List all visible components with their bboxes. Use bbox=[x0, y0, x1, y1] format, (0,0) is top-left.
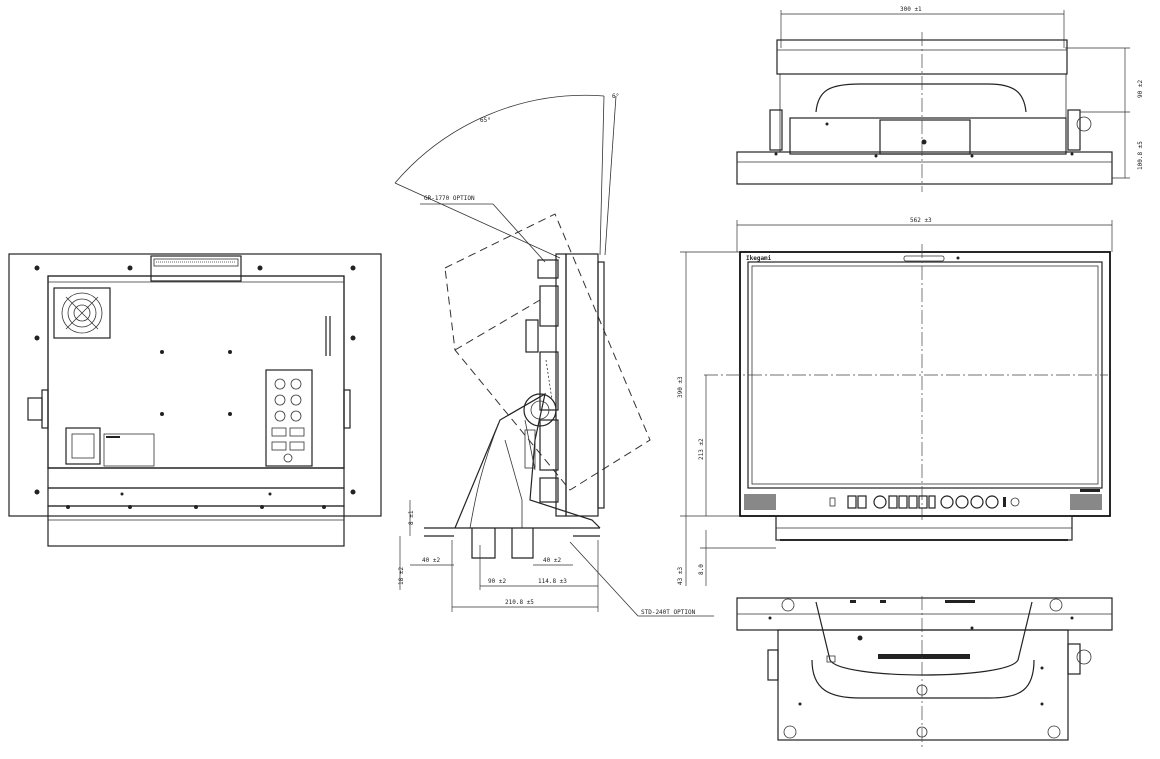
foot-left-dim: 40 ±2 bbox=[422, 557, 440, 564]
stand-option-label: STD-240T OPTION bbox=[641, 609, 696, 616]
offset-dim: 114.8 ±3 bbox=[538, 578, 567, 585]
front-base-dim: 8.0 bbox=[698, 564, 705, 575]
top-depth-2-dim: 100.8 ±5 bbox=[1137, 141, 1144, 170]
top-depth-1-dim: 90 ±2 bbox=[1137, 80, 1144, 98]
top-view: 300 ±1 90 ±2 100.8 ±5 bbox=[736, 6, 1144, 192]
total-depth-dim: 210.8 ±5 bbox=[505, 599, 534, 606]
foot-right-dim: 40 ±2 bbox=[543, 557, 561, 564]
bottom-view bbox=[736, 596, 1113, 750]
bracket-option-label: GR-1770 OPTION bbox=[424, 195, 475, 202]
front-view: 562 ±3 Ikegami bbox=[677, 217, 1113, 586]
tilt-front-label: 6° bbox=[612, 93, 619, 100]
rear-view bbox=[8, 253, 382, 547]
rear-screws bbox=[34, 265, 356, 509]
tilt-back-label: 65° bbox=[480, 117, 491, 124]
top-width-dim: 300 ±1 bbox=[900, 6, 922, 13]
front-controls bbox=[744, 494, 1102, 510]
front-stand-dim: 43 ±3 bbox=[677, 567, 684, 585]
brand-logo: Ikegami bbox=[746, 255, 772, 262]
foot-height-dim: 18 ±2 bbox=[398, 567, 405, 585]
foot-thick-dim: 8 ±1 bbox=[408, 510, 415, 525]
side-view: 65° 6° GR-1770 OPTION bbox=[394, 93, 714, 617]
connector-panel bbox=[271, 378, 305, 463]
front-height-dim: 390 ±3 bbox=[677, 376, 684, 398]
foot-gap-dim: 90 ±2 bbox=[488, 578, 506, 585]
front-width-dim: 562 ±3 bbox=[910, 217, 932, 224]
front-center-dim: 213 ±2 bbox=[698, 438, 705, 460]
